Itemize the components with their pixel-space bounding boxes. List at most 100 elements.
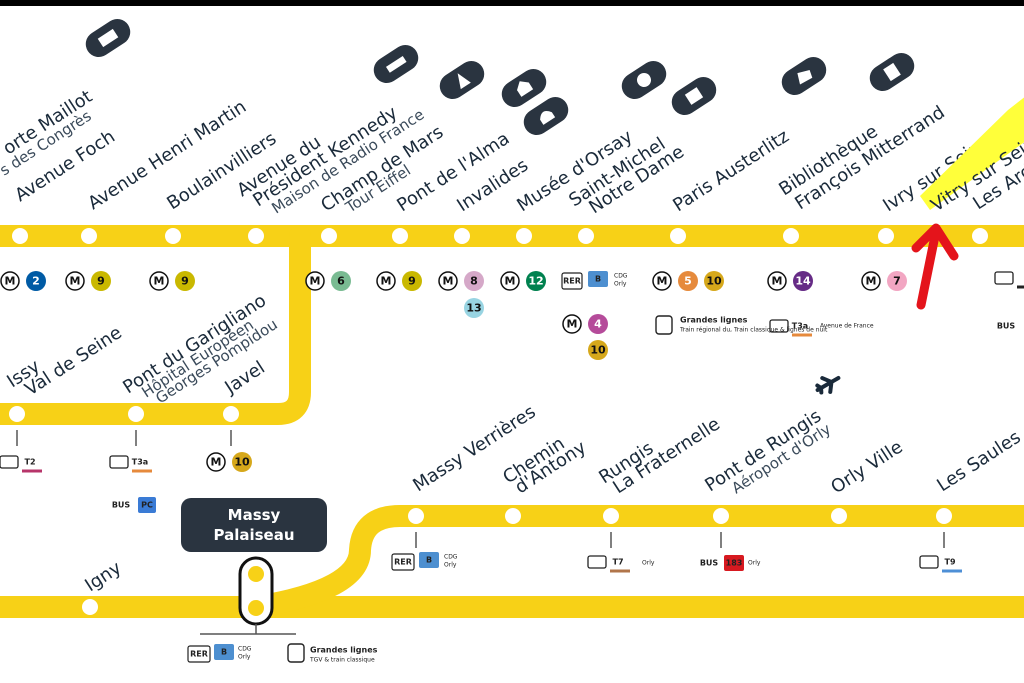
metro-icon: [767, 271, 787, 291]
rer-badge-label: RER: [190, 650, 208, 659]
station-dot-porte-maillot[interactable]: [12, 228, 28, 244]
bus-183-badge-label: 183: [726, 559, 743, 568]
station-dot-pont-du-garigliano[interactable]: [128, 406, 144, 422]
orly-label: Orly: [642, 560, 655, 567]
massy-line2: Palaiseau: [213, 526, 295, 544]
station-label: Les Saules: [933, 427, 1024, 496]
metro-line-number: 12: [528, 275, 543, 288]
station-dot-rungis[interactable]: [603, 508, 619, 524]
station-dot-saint-michel[interactable]: [578, 228, 594, 244]
station-dot-invalides[interactable]: [454, 228, 470, 244]
rer-b-badge: [588, 271, 608, 287]
station-dot-javel[interactable]: [223, 406, 239, 422]
metro-letter: M: [310, 275, 321, 288]
bibliotheque-icon: [869, 53, 915, 91]
metro-line-badge: [331, 271, 351, 291]
station-dot-pont-de-l-alma[interactable]: [392, 228, 408, 244]
rer-b-badge-label: B: [595, 275, 601, 284]
station-dot-ivry-sur-seine[interactable]: [878, 228, 894, 244]
red-arrow-annotation: [911, 223, 959, 310]
metro-line-number: 10: [706, 275, 722, 288]
metro-letter: M: [211, 456, 222, 469]
metro-line-number: 5: [684, 275, 692, 288]
metro-line-badge: [588, 340, 608, 360]
metro-letter: M: [866, 275, 877, 288]
pc-badge: [138, 497, 156, 513]
rer-badge: [561, 272, 583, 290]
station-dot-avenue-henri-martin[interactable]: [165, 228, 181, 244]
palais-congres-icon: [85, 19, 131, 57]
tram-line-label: T9: [944, 558, 955, 567]
station-label: Igny: [81, 557, 125, 596]
orly-label: Orly: [238, 654, 251, 661]
bus-badge: [110, 497, 132, 513]
massy-palaiseau-label[interactable]: Massy Palaiseau: [181, 498, 327, 552]
grandes-lignes-sub: TGV & train classique: [309, 657, 375, 664]
metro-line-badge: [793, 271, 813, 291]
tram-line-label: T3a: [792, 322, 808, 331]
notre-dame-icon: [671, 77, 717, 115]
rer-badge: [391, 553, 415, 571]
station-dot-les-saules[interactable]: [936, 508, 952, 524]
bus-183-badge: [724, 555, 744, 571]
metro-icon: [861, 271, 881, 291]
massy-palaiseau-stop[interactable]: [238, 556, 274, 626]
metro-letter: M: [70, 275, 81, 288]
eiffel-tower-icon: [439, 61, 485, 99]
metro-line-number: 6: [337, 275, 345, 288]
station-dot-les-ardoines[interactable]: [972, 228, 988, 244]
station-dot-avenue-foch[interactable]: [81, 228, 97, 244]
rer-badge-label: RER: [563, 277, 581, 286]
bus-badge-label: BUS: [112, 501, 131, 510]
metro-icon: [305, 271, 325, 291]
station-dot-pont-de-rungis[interactable]: [713, 508, 729, 524]
grandes-lignes-label: Grandes lignes: [310, 646, 378, 655]
metro-line-badge: [464, 271, 484, 291]
metro-line-number: 9: [97, 275, 105, 288]
avenue-de-france-label: Avenue de France: [820, 323, 874, 330]
alma-icon: [501, 69, 547, 107]
tram-line-label: T3a: [132, 458, 148, 467]
metro-line-badge: [887, 271, 907, 291]
bus-badge: [698, 555, 720, 571]
rer-b-badge: [214, 644, 234, 660]
station-dot-boulainvilliers[interactable]: [248, 228, 264, 244]
metro-icon: [206, 452, 226, 472]
metro-line-number: 9: [181, 275, 189, 288]
station-dot-orly-ville[interactable]: [831, 508, 847, 524]
metro-line-number: 9: [408, 275, 416, 288]
metro-letter: M: [443, 275, 454, 288]
invalides-icon: [523, 97, 569, 135]
station-dot-igny[interactable]: [82, 599, 98, 615]
station-dot-issy-val-de-seine[interactable]: [9, 406, 25, 422]
radio-france-icon: [373, 45, 419, 83]
station-dot-massy-verrieres[interactable]: [408, 508, 424, 524]
tram-icon: [109, 455, 129, 469]
metro-line-badge: [402, 271, 422, 291]
station-dot-musee-d-orsay[interactable]: [516, 228, 532, 244]
metro-line-badge: [464, 298, 484, 318]
metro-line-number: 4: [594, 318, 602, 331]
metro-line-badge: [704, 271, 724, 291]
station-dot-bibliotheque[interactable]: [783, 228, 799, 244]
metro-line-number: 13: [466, 302, 481, 315]
rer-badge-label: RER: [394, 558, 412, 567]
train-icon: [287, 643, 305, 663]
tram-icon: [587, 555, 607, 569]
top-black-bar: [0, 0, 1024, 6]
station-dot-champ-de-mars[interactable]: [321, 228, 337, 244]
metro-line-number: 14: [795, 275, 811, 288]
metro-letter: M: [154, 275, 165, 288]
bus-badge-label: BUS: [997, 322, 1016, 331]
metro-letter: M: [567, 318, 578, 331]
metro-letter: M: [505, 275, 516, 288]
train-icon: [655, 315, 673, 335]
metro-icon: [65, 271, 85, 291]
metro-icon: [652, 271, 672, 291]
metro-line-badge: [526, 271, 546, 291]
tram-icon: [994, 271, 1014, 285]
bus-badge: [996, 318, 1016, 334]
station-dot-paris-austerlitz[interactable]: [670, 228, 686, 244]
tram-icon: [0, 455, 19, 469]
station-dot-chemin-d-antony[interactable]: [505, 508, 521, 524]
